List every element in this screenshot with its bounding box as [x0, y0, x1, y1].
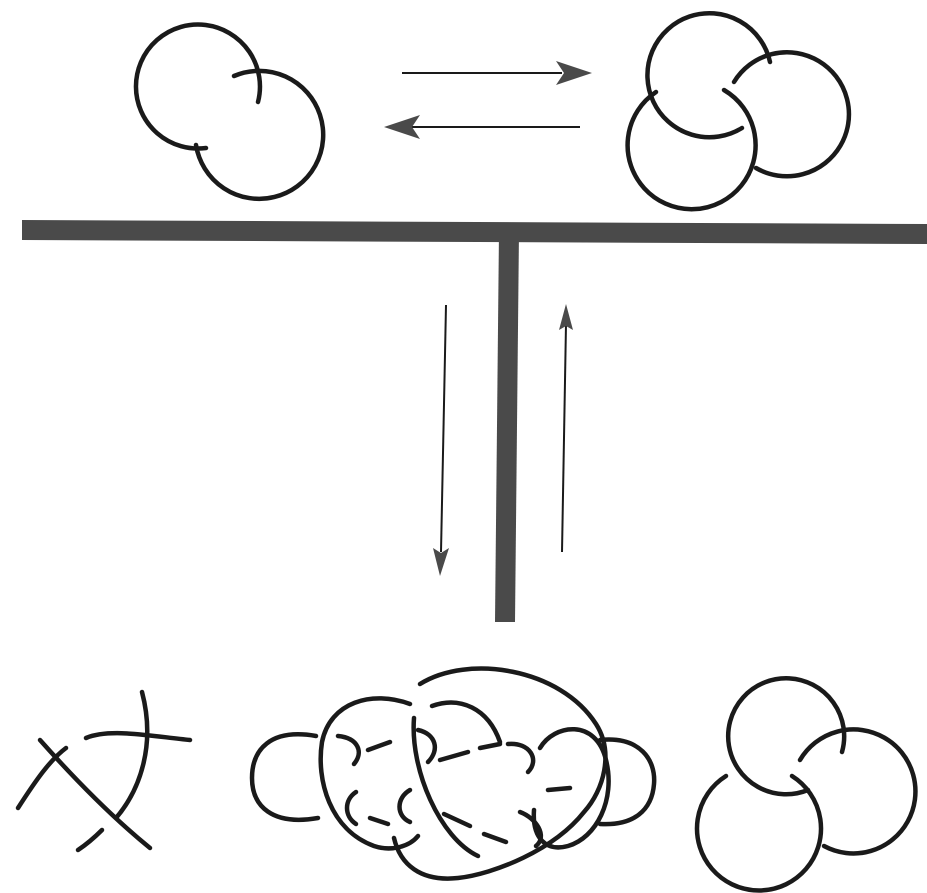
strand-b	[37, 737, 153, 851]
arrow-up-shaft	[561, 323, 567, 553]
chain-dash-7	[545, 785, 573, 793]
t-divider	[22, 220, 927, 622]
borromean-bottom-left-ring	[694, 773, 824, 893]
chain-hook-2	[344, 789, 359, 827]
chain-dash-3	[437, 749, 471, 763]
borromean-rings-bottom	[694, 676, 918, 893]
hopf-ring-right	[193, 68, 326, 202]
arrow-right-head	[556, 61, 592, 85]
borromean-right-ring	[731, 50, 852, 179]
chain-dash-1	[365, 739, 393, 753]
chain-dash-5	[477, 741, 503, 751]
arrow-up-head	[559, 304, 573, 330]
chain-of-rings	[249, 666, 657, 881]
arrow-left-head	[384, 115, 420, 139]
borromean-left-ring	[625, 87, 758, 212]
chain-hook-6	[517, 809, 544, 849]
chain-hook-3	[415, 727, 438, 765]
strand-a-continued	[83, 730, 193, 743]
chain-ring-1	[318, 696, 421, 851]
chain-ring-3	[411, 715, 481, 859]
crossing-strands	[15, 689, 193, 853]
vertical-arrows	[433, 304, 573, 576]
chain-ring-3-top	[429, 700, 503, 745]
chain-dash-4	[441, 811, 473, 829]
borromean-rings-top	[625, 10, 852, 212]
chain-hook-1	[335, 733, 361, 767]
borromean-top-ring	[645, 10, 773, 140]
arrow-down-shaft	[440, 304, 447, 553]
divider-vertical-bar	[495, 230, 519, 622]
chain-dash-2	[367, 815, 391, 827]
chain-hook-5	[505, 741, 536, 775]
chain-outer-right	[597, 737, 657, 827]
hopf-ring-left	[133, 22, 263, 151]
chain-ring-2	[391, 666, 608, 881]
strand-a	[15, 745, 69, 811]
chain-hook-4	[397, 787, 413, 825]
divider-horizontal-bar	[22, 220, 927, 244]
borromean-bottom-right-ring	[797, 727, 918, 856]
chain-dash-6	[481, 831, 509, 845]
chain-outer-left	[249, 732, 321, 822]
hopf-link	[133, 22, 326, 202]
strand-c-continued	[75, 827, 105, 853]
chain-ring-4	[531, 727, 611, 850]
horizontal-arrows	[384, 61, 592, 139]
borromean-bottom-top-ring	[725, 676, 847, 797]
arrow-down-head	[433, 548, 449, 576]
strand-c	[113, 689, 150, 821]
